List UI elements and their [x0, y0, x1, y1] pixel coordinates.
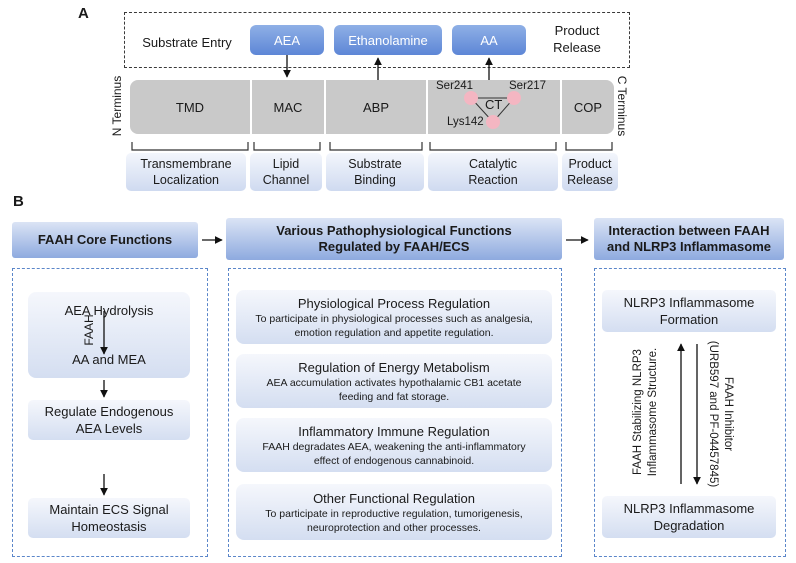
aea-molecule-box: AEA: [250, 25, 324, 55]
tmd-domain-bar: [130, 80, 250, 134]
product-release-label: Product Release: [562, 153, 618, 191]
transmembrane-line1: Transmembrane: [140, 157, 232, 171]
interaction-header: Interaction between FAAH and NLRP3 Infla…: [594, 218, 784, 260]
ethanolamine-molecule-box: Ethanolamine: [334, 25, 442, 55]
formation-line1: NLRP3 Inflammasome: [623, 295, 755, 310]
ser217-label: Ser217: [509, 80, 547, 92]
other-functional-card: Other Functional Regulation To participa…: [236, 484, 552, 540]
product-release-top-line1: Product: [554, 23, 600, 38]
catalytic-line1: Catalytic: [469, 157, 517, 171]
panel-a-letter: A: [78, 5, 89, 22]
abp-domain-bar: [326, 80, 426, 134]
maintain-line2: Homeostasis: [71, 519, 147, 534]
ser241-label: Ser241: [436, 80, 474, 92]
ct-label: CT: [485, 97, 503, 112]
core-functions-header: FAAH Core Functions: [12, 222, 198, 258]
energy-desc-1: AEA accumulation activates hypothalamic …: [266, 376, 522, 389]
various-header-line1: Various Pathophysiological Functions: [276, 223, 512, 238]
product-line2: Release: [567, 173, 613, 187]
interaction-dashed-box: [594, 268, 786, 557]
panel-b-letter: B: [13, 193, 24, 210]
mac-label: MAC: [273, 99, 303, 115]
substrate-line2: Binding: [354, 173, 396, 187]
nlrp3-formation-card: NLRP3 Inflammasome Formation: [602, 290, 776, 332]
abp-label: ABP: [362, 99, 389, 115]
formation-line2: Formation: [659, 312, 719, 327]
inflammatory-desc-1: FAAH degradates AEA, weakening the anti-…: [262, 440, 526, 453]
aea-hydrolysis-text: AEA Hydrolysis: [64, 303, 154, 318]
ser217-node: [507, 91, 521, 105]
catalytic-line2: Reaction: [468, 173, 518, 187]
lys142-label: Lys142: [447, 116, 484, 128]
core-functions-dashed-box: [12, 268, 208, 557]
energy-desc-2: feeding and fat storage.: [338, 390, 450, 403]
transmembrane-localization-label: Transmembrane Localization: [126, 153, 246, 191]
nlrp3-degradation-card: NLRP3 Inflammasome Degradation: [602, 496, 776, 538]
physiological-process-card: Physiological Process Regulation To part…: [236, 290, 552, 344]
maintain-ecs-card: Maintain ECS Signal Homeostasis: [28, 498, 190, 538]
aa-mea-text: AA and MEA: [72, 352, 146, 367]
tmd-label: TMD: [175, 99, 205, 115]
product-release-top-label: Product Release: [536, 21, 618, 57]
cop-domain-bar: [562, 80, 614, 134]
regulate-line2: AEA Levels: [75, 421, 143, 436]
other-desc-1: To participate in reproductive regulatio…: [265, 507, 523, 520]
degradation-line2: Degradation: [653, 518, 725, 533]
ser241-node: [464, 91, 478, 105]
other-desc-2: neuroprotection and other processes.: [307, 521, 481, 534]
inflammatory-title: Inflammatory Immune Regulation: [298, 423, 490, 439]
substrate-entry-label: Substrate Entry: [142, 34, 232, 50]
physiological-desc-1: To participate in physiological processe…: [255, 312, 533, 325]
aea-hydrolysis-card: AEA Hydrolysis AA and MEA: [28, 292, 190, 378]
catalytic-reaction-label: Catalytic Reaction: [428, 153, 558, 191]
lipid-line1: Lipid: [272, 157, 300, 171]
energy-title: Regulation of Energy Metabolism: [298, 359, 490, 375]
various-functions-header: Various Pathophysiological Functions Reg…: [226, 218, 562, 260]
lys142-node: [486, 115, 500, 129]
various-header-line2: Regulated by FAAH/ECS: [318, 239, 470, 254]
degradation-line1: NLRP3 Inflammasome: [623, 501, 755, 516]
maintain-line1: Maintain ECS Signal: [49, 502, 169, 517]
product-release-top-line2: Release: [553, 40, 601, 55]
substrate-binding-label: Substrate Binding: [326, 153, 424, 191]
product-line1: Product: [568, 157, 612, 171]
inflammatory-desc-2: effect of endogenous cannabinoid.: [313, 454, 475, 467]
cop-label: COP: [573, 99, 603, 115]
regulate-line1: Regulate Endogenous: [44, 404, 174, 419]
substrate-line1: Substrate: [348, 157, 402, 171]
inflammatory-immune-card: Inflammatory Immune Regulation FAAH degr…: [236, 418, 552, 472]
regulate-aea-card: Regulate Endogenous AEA Levels: [28, 400, 190, 440]
interaction-header-line1: Interaction between FAAH: [608, 223, 770, 238]
physiological-title: Physiological Process Regulation: [297, 295, 491, 311]
domain-brackets: [131, 142, 613, 151]
other-title: Other Functional Regulation: [313, 490, 475, 506]
lipid-line2: Channel: [262, 173, 310, 187]
various-functions-dashed-box: [228, 268, 562, 557]
physiological-desc-2: emotion regulation and appetite regulati…: [294, 326, 494, 339]
transmembrane-line2: Localization: [152, 173, 219, 187]
interaction-header-line2: and NLRP3 Inflammasome: [607, 239, 771, 254]
aa-molecule-box: AA: [452, 25, 526, 55]
lipid-channel-label: Lipid Channel: [250, 153, 322, 191]
energy-metabolism-card: Regulation of Energy Metabolism AEA accu…: [236, 354, 552, 408]
substrate-product-dashed-box: [124, 12, 630, 68]
catalytic-triad: [464, 91, 521, 129]
mac-domain-bar: [252, 80, 324, 134]
